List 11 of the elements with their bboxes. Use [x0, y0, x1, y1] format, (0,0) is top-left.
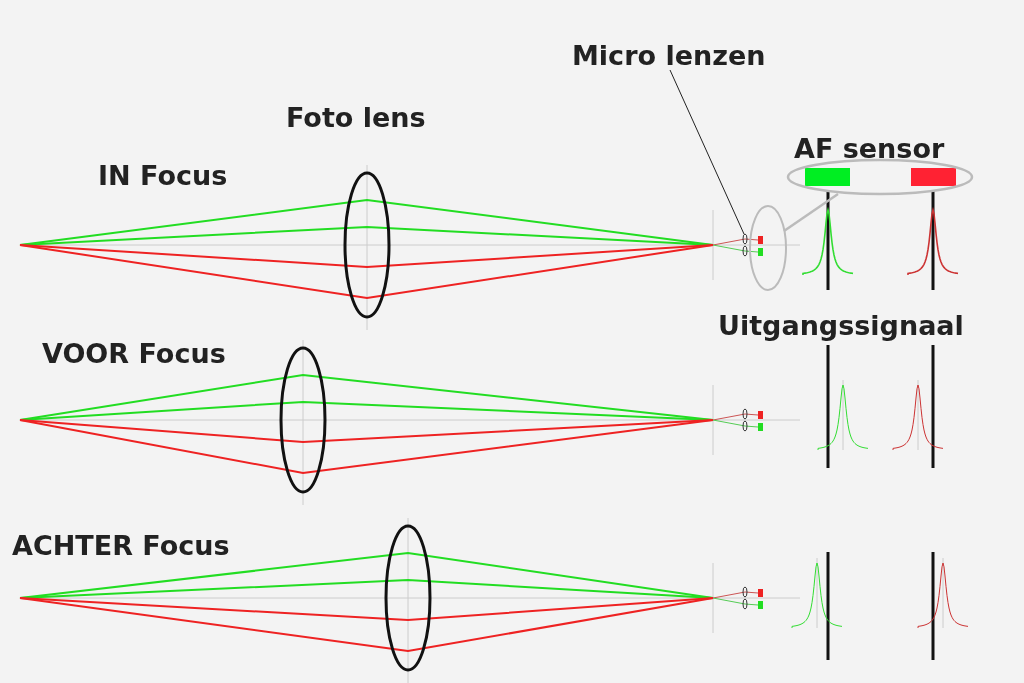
label: Uitgangssignaal: [718, 310, 964, 342]
label: VOOR Focus: [42, 338, 226, 370]
callout-line: [783, 192, 839, 233]
leader-line: [669, 69, 745, 235]
callout-ellipse: [749, 205, 787, 291]
label: ACHTER Focus: [12, 530, 230, 562]
label: Micro lenzen: [572, 40, 766, 72]
heading: AF sensor: [794, 133, 946, 165]
label: IN Focus: [98, 160, 228, 192]
micro-lens-drawing: [742, 233, 748, 257]
label: Foto lens: [286, 102, 426, 134]
